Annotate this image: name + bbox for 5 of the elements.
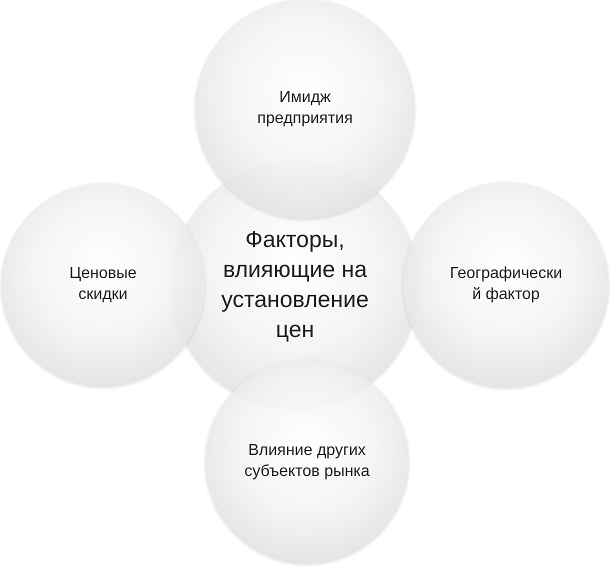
circle-label: Влияние других субъектов рынка — [243, 441, 371, 482]
circle-label: Ценовые скидки — [68, 264, 138, 305]
circle-label: Имидж предприятия — [256, 88, 354, 129]
circle-label: Факторы, влияющие на установление цен — [220, 225, 370, 344]
circle-label: Географически й фактор — [448, 264, 564, 305]
